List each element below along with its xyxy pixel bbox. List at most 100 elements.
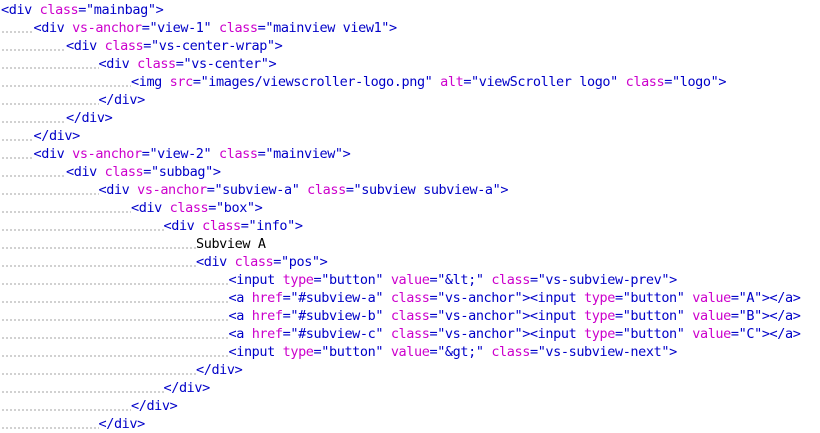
code-token: "logo" <box>671 74 719 90</box>
code-token: "subview-a" <box>214 182 308 198</box>
code-token: = <box>529 272 538 288</box>
code-token: = <box>257 146 266 162</box>
code-line: </div> <box>0 109 820 127</box>
code-token: <div <box>66 38 105 54</box>
code-token: class <box>219 20 258 36</box>
code-token: <div <box>1 2 40 18</box>
code-line: <div class="pos"> <box>0 253 820 271</box>
code-line: <div class="vs-center-wrap"> <box>0 37 820 55</box>
code-line: <a href="#subview-b" class="vs-anchor"><… <box>0 307 820 325</box>
code-token: "mainview" <box>265 146 343 162</box>
code-line: </div> <box>0 361 820 379</box>
code-token: "viewScroller logo" <box>471 74 626 90</box>
code-token: = <box>313 344 322 360</box>
code-token: ><input <box>522 308 585 324</box>
code-token: "images/viewscroller-logo.png" <box>200 74 441 90</box>
code-token: = <box>78 2 87 18</box>
code-token: "button" <box>622 326 693 342</box>
code-token: class <box>390 308 430 324</box>
indent-guide <box>1 91 99 109</box>
code-token: = <box>730 290 739 306</box>
code-token: "vs-anchor" <box>437 290 523 306</box>
indent-guide <box>1 181 99 199</box>
code-token: value <box>692 326 731 342</box>
code-token: </div> <box>33 128 81 144</box>
code-line: <a href="#subview-c" class="vs-anchor"><… <box>0 325 820 343</box>
code-line: <a href="#subview-a" class="vs-anchor"><… <box>0 289 820 307</box>
code-token: </div> <box>98 92 146 108</box>
code-line: <div class="info"> <box>0 217 820 235</box>
code-line: <input type="button" value="&gt;" class=… <box>0 343 820 361</box>
code-line: <div class="mainbag"> <box>0 1 820 19</box>
indent-guide <box>1 217 164 235</box>
indent-guide <box>1 307 229 325</box>
indent-guide <box>1 271 229 289</box>
code-token: = <box>429 308 438 324</box>
code-token: = <box>240 218 249 234</box>
code-token: class <box>219 146 258 162</box>
code-token: "pos" <box>281 254 320 270</box>
code-token: = <box>143 38 152 54</box>
code-token: class <box>169 200 209 216</box>
code-token: > <box>389 20 397 36</box>
code-token: = <box>143 164 152 180</box>
code-token: value <box>390 272 430 288</box>
code-token: = <box>614 308 623 324</box>
code-token: = <box>463 74 472 90</box>
code-token: <a <box>228 326 252 342</box>
code-token: href <box>251 308 283 324</box>
indent-guide <box>1 343 229 361</box>
code-token: <input <box>228 344 283 360</box>
indent-guide <box>1 235 196 253</box>
code-token: <div <box>196 254 235 270</box>
code-line: <input type="button" value="&lt;" class=… <box>0 271 820 289</box>
indent-guide <box>1 397 131 415</box>
indent-guide <box>1 145 34 163</box>
code-token: = <box>282 308 291 324</box>
code-token: "box" <box>216 200 255 216</box>
code-token: > <box>718 74 727 90</box>
code-token: ><input <box>522 326 585 342</box>
code-token: > <box>274 38 283 54</box>
code-token: ></a> <box>761 308 801 324</box>
code-token: <div <box>98 56 138 72</box>
code-token: = <box>257 20 266 36</box>
code-token: = <box>192 74 201 90</box>
indent-guide <box>1 73 131 91</box>
code-token: </div> <box>66 110 113 126</box>
code-token: > <box>500 182 509 198</box>
code-token: <img <box>131 74 170 90</box>
code-token: <div <box>163 218 203 234</box>
code-line: <div vs-anchor="view-1" class="mainview … <box>0 19 820 37</box>
code-token: "vs-subview-prev" <box>537 272 670 288</box>
code-token: ></a> <box>761 326 801 342</box>
code-token: > <box>669 344 677 360</box>
code-line: <div class="box"> <box>0 199 820 217</box>
code-token: "subbag" <box>151 164 213 180</box>
code-line: </div> <box>0 415 820 433</box>
code-token: type <box>584 326 615 342</box>
code-token: class <box>625 74 665 90</box>
code-token: = <box>141 146 150 162</box>
code-token: "#subview-b" <box>290 308 391 324</box>
code-token: type <box>282 272 314 288</box>
code-token: vs-anchor <box>72 20 142 36</box>
indent-guide <box>1 325 229 343</box>
code-token: "button" <box>321 344 391 360</box>
code-token: "button" <box>622 290 693 306</box>
code-token: <div <box>98 182 138 198</box>
code-token: class <box>390 326 430 342</box>
indent-guide <box>1 109 66 127</box>
code-token: class <box>491 344 530 360</box>
code-token: </div> <box>163 380 211 396</box>
code-line: <div vs-anchor="view-2" class="mainview"… <box>0 145 820 163</box>
code-token: = <box>175 56 184 72</box>
code-token: > <box>669 272 677 288</box>
code-token: ></a> <box>761 290 801 306</box>
code-token: > <box>212 164 221 180</box>
code-token: = <box>429 272 438 288</box>
code-token: class <box>104 164 144 180</box>
indent-guide <box>1 253 196 271</box>
code-token: class <box>137 56 176 72</box>
